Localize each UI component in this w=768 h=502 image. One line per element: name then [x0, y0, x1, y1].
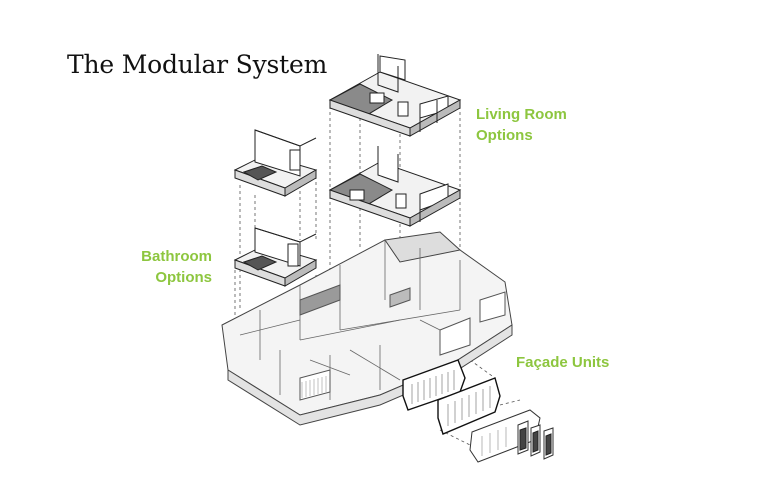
diagram-title: The Modular System: [67, 50, 328, 79]
bathroom-option-2: [233, 227, 318, 287]
facade-units-label: Façade Units: [516, 354, 610, 371]
bathroom-label-line-2: Options: [155, 269, 212, 286]
living-room-option-1: [328, 54, 462, 137]
bathroom-options-label: Bathroom Options: [126, 246, 212, 288]
facade-unit-3: [469, 409, 554, 463]
main-floor-plan: [221, 231, 513, 426]
living-room-label-line-2: Options: [476, 127, 533, 144]
living-room-option-2: [328, 146, 462, 227]
living-room-label-line-1: Living Room: [476, 106, 567, 123]
living-room-options-label: Living Room Options: [476, 104, 567, 146]
facade-unit-2: [437, 377, 501, 435]
bathroom-label-line-1: Bathroom: [141, 248, 212, 265]
bathroom-option-1: [233, 129, 318, 197]
